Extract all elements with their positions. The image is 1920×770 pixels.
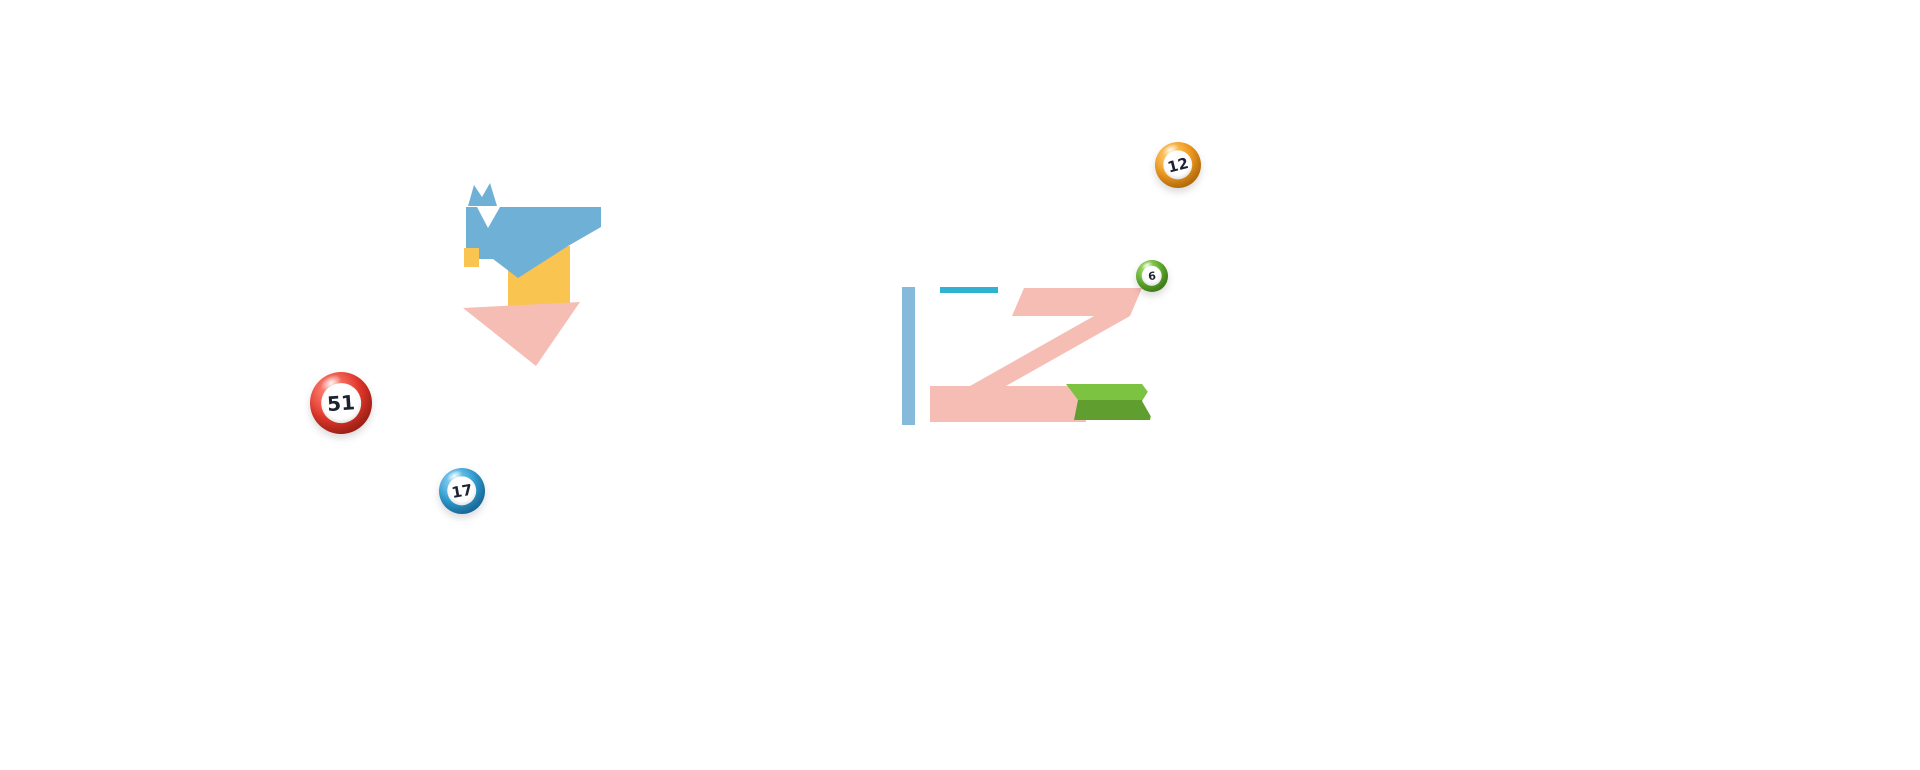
hero-graphic-right — [902, 287, 1154, 425]
bingo-ball-6: 6 — [1136, 260, 1168, 292]
pink-wedge-shape — [463, 302, 580, 366]
blue-banner-shape — [466, 207, 601, 278]
bingo-ball-51: 51 — [310, 372, 372, 434]
green-ribbon-top-shape — [1066, 384, 1154, 400]
bingo-ball-12-number: 12 — [1160, 147, 1196, 183]
blue-bar-shape — [902, 287, 915, 425]
green-ribbon-notch-shape — [1142, 382, 1154, 422]
banner-notch-shape — [477, 207, 500, 228]
crown-shape — [468, 183, 497, 206]
bingo-ball-17: 17 — [439, 468, 485, 514]
numeral-2-top-shape — [1012, 288, 1142, 316]
bingo-ball-12: 12 — [1155, 142, 1201, 188]
numeral-2-diagonal-shape — [970, 316, 1130, 386]
hero-graphic-left — [463, 183, 601, 366]
bingo-ball-17-number: 17 — [444, 473, 480, 509]
green-ribbon-bottom-shape — [1074, 400, 1154, 420]
numeral-2-base-shape — [930, 386, 1086, 422]
bingo-ball-6-number: 6 — [1140, 264, 1164, 288]
bingo-ball-51-number: 51 — [319, 381, 363, 425]
yellow-small-block-shape — [464, 248, 479, 267]
teal-line-shape — [940, 287, 998, 293]
